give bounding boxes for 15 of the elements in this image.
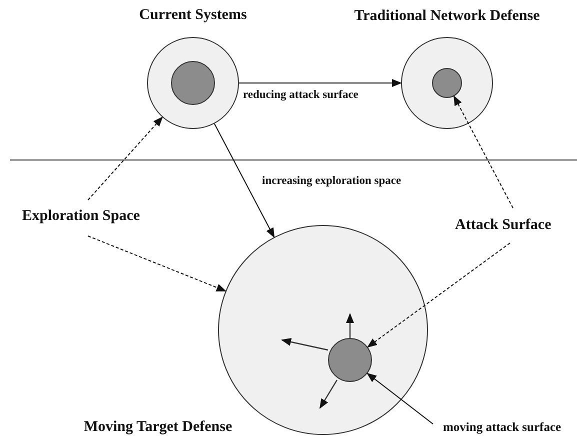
- arrow: [214, 123, 275, 238]
- node-heading: Moving Target Defense: [84, 419, 232, 436]
- dashed-arrow: [454, 95, 514, 208]
- annotation-label: Exploration Space: [22, 208, 140, 225]
- annotation-label: Attack Surface: [455, 217, 552, 234]
- edge-label: reducing attack surface: [243, 89, 358, 102]
- node-heading: Traditional Network Defense: [354, 8, 540, 25]
- node-heading: Current Systems: [139, 7, 247, 24]
- dashed-arrow: [88, 116, 163, 200]
- edge-label: increasing exploration space: [262, 175, 402, 188]
- dashed-arrow: [88, 236, 226, 292]
- dashed-arrow: [366, 242, 510, 348]
- annotation-label: moving attack surface: [443, 419, 562, 436]
- arrow: [366, 372, 434, 424]
- arrow: [238, 79, 402, 87]
